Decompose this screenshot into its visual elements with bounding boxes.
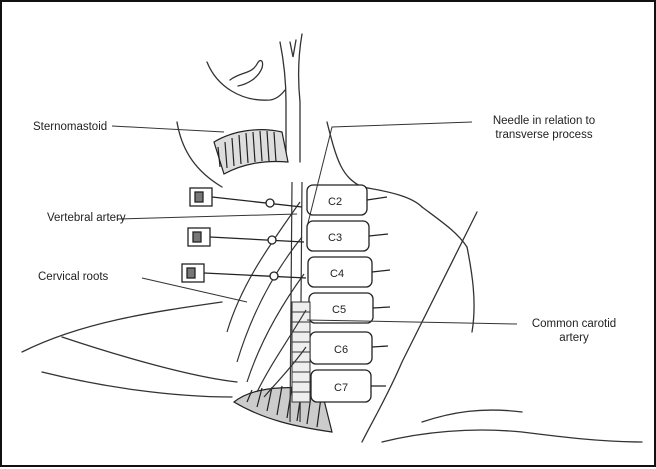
vertebra-label-c5: C5 <box>332 304 346 316</box>
label-needle-line1: Needle in relation to <box>474 114 614 128</box>
label-carotid-line1: Common carotid <box>514 317 634 331</box>
needle-syringes <box>182 188 306 282</box>
sternomastoid-muscle <box>214 130 288 174</box>
trachea-contour <box>362 212 477 442</box>
label-needle-line2: transverse process <box>474 128 614 142</box>
common-carotid-artery <box>292 302 310 402</box>
vertebra-label-c2: C2 <box>328 196 342 208</box>
vertebral-column <box>307 185 390 402</box>
carotid-branch-right <box>299 34 302 162</box>
shoulder-contour <box>22 302 222 352</box>
throat-contour <box>422 207 467 247</box>
vertebra-label-c3: C3 <box>328 232 342 244</box>
clavicle-lower <box>42 372 232 397</box>
label-vertebral-artery: Vertebral artery <box>47 211 126 225</box>
vertebra-label-c7: C7 <box>334 382 348 394</box>
ear-outline <box>230 61 263 86</box>
throat-line-2 <box>467 247 474 332</box>
label-cervical-roots: Cervical roots <box>38 270 108 284</box>
label-sternomastoid: Sternomastoid <box>33 120 107 134</box>
label-needle: Needle in relation to transverse process <box>474 114 614 142</box>
vertebra-label-c4: C4 <box>330 268 344 280</box>
mandible-outline <box>207 62 285 100</box>
chest-contour <box>382 430 642 442</box>
label-carotid-line2: artery <box>514 331 634 345</box>
label-common-carotid: Common carotid artery <box>514 317 634 345</box>
vertebra-label-c6: C6 <box>334 344 348 356</box>
clavicle-contour <box>62 337 237 382</box>
